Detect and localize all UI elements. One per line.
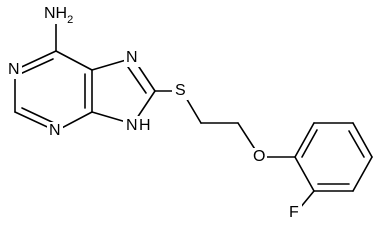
mask-n3 <box>47 122 63 140</box>
chemical-structure-svg: NH2 N N N N H S O F <box>6 4 373 222</box>
bond-c2-n3-double <box>21 107 55 124</box>
n9-hydrogen-label: H <box>139 117 151 134</box>
sulfur-label: S <box>175 82 186 99</box>
mask-n7 <box>124 49 140 67</box>
mask-amine <box>44 4 72 24</box>
oxygen-label: O <box>253 148 265 165</box>
bond-network <box>14 21 373 215</box>
bond-aryl-c6-c1 <box>294 156 315 192</box>
mask-sulfur <box>172 82 188 100</box>
bond-aryl-c4-c5 <box>352 156 373 192</box>
bond-c5-c6 <box>55 50 93 71</box>
mask-oxygen <box>251 148 267 166</box>
molecule-structure-diagram: NH2 N N N N H S O F <box>6 4 373 222</box>
atom-labels: NH2 N N N N H S O F <box>8 5 299 221</box>
n9-label: N <box>126 117 138 134</box>
fluorine-label: F <box>289 204 299 221</box>
mask-n1 <box>6 61 22 79</box>
n7-label: N <box>126 49 138 66</box>
mask-fluorine <box>286 204 302 222</box>
mask-n9 <box>123 116 154 136</box>
bond-aryl-c1-c2-double <box>301 129 318 158</box>
bond-aryl-c3-c4 <box>352 122 373 158</box>
bond-n7-c8-double <box>127 66 147 94</box>
atom-label-masks <box>6 4 302 222</box>
n3-label: N <box>49 122 61 139</box>
bond-c6-n1-double <box>19 58 54 75</box>
bond-aryl-c3-c4-double <box>348 130 365 158</box>
n1-label: N <box>8 61 20 78</box>
bond-aryl-c1-c2 <box>294 122 315 158</box>
amine-label: NH2 <box>44 5 73 26</box>
